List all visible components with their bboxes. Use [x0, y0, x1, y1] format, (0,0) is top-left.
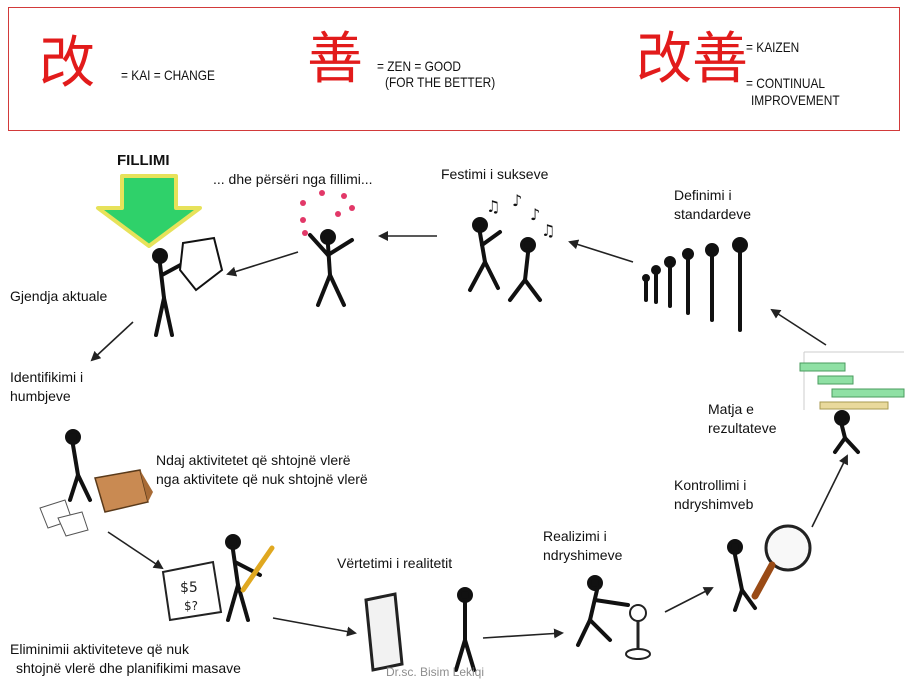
realize-changes-label-line1: Realizimi i [543, 528, 607, 544]
planning-figure-icon [225, 534, 262, 622]
kaizen-definition: = KAIZEN [746, 39, 800, 55]
control-lever-icon [625, 604, 651, 660]
arrow-to-celebrate [568, 239, 634, 263]
realizing-figure-icon [576, 575, 630, 647]
juggler-figure-icon [308, 229, 354, 307]
start-label: FILLIMI [117, 152, 170, 169]
current-state-figure-icon [152, 236, 224, 337]
realize-changes-label-line2: ndryshimeve [543, 547, 623, 563]
eliminate-label-line1: Eliminimii aktiviteteve që nuk [10, 641, 189, 657]
identify-waste-label-line2: humbjeve [10, 388, 71, 404]
separate-activities-label-line1: Ndaj aktivitetet që shtojnë vlerë [156, 452, 351, 468]
continual-definition: = CONTINUAL [746, 75, 826, 91]
author-footer: Dr.sc. Bisim Lekiqi [386, 665, 485, 679]
kaizen-definition-box: 改 = KAI = CHANGE 善 = ZEN = GOOD (FOR THE… [8, 7, 900, 131]
start-again-label: ... dhe përsëri nga fillimi... [213, 171, 373, 187]
gantt-bars-icon [799, 351, 905, 410]
control-changes-label-line2: ndryshimveb [674, 496, 754, 512]
start-arrow-icon [96, 174, 202, 248]
define-standards-label-line1: Definimi i [674, 187, 732, 203]
svg-text:♫: ♫ [486, 197, 500, 216]
arrow-to-eliminate [107, 531, 164, 570]
scattered-papers-icon [39, 499, 89, 537]
arrow-to-measure [811, 454, 848, 528]
current-state-label: Gjendja aktuale [10, 288, 108, 304]
kai-character: 改 [39, 31, 95, 96]
svg-text:♫: ♫ [541, 221, 555, 240]
arrow-to-verify [272, 617, 357, 637]
measure-results-label-line1: Matja e [708, 401, 754, 417]
kaizen-characters: 改善 [636, 27, 748, 92]
define-standards-label-line2: standardeve [674, 206, 752, 222]
arrow-to-standards [770, 308, 827, 346]
svg-text:$?: $? [184, 599, 198, 613]
measure-results-label-line2: rezultateve [708, 420, 777, 436]
open-box-icon [94, 469, 153, 513]
eliminate-label-line2: shtojnë vlerë dhe planifikimi masave [16, 660, 241, 676]
zen-definition-line1: = ZEN = GOOD [377, 58, 461, 74]
arrow-to-control [664, 587, 714, 613]
separate-activities-label-line2: nga aktivitete që nuk shtojnë vlerë [156, 471, 368, 487]
improvement-definition: IMPROVEMENT [751, 92, 840, 108]
music-notes-icon: ♫♪♪♫ [486, 191, 555, 240]
control-figure-icon [727, 539, 757, 612]
arrow-to-start [226, 251, 299, 277]
standards-figures-icon [642, 237, 748, 332]
verify-reality-label: Vërtetimi i realitetit [337, 555, 453, 571]
measuring-figure-icon [833, 410, 860, 454]
mirror-figure-icon [454, 587, 476, 672]
arrow-to-realize [482, 628, 564, 639]
zen-character: 善 [307, 27, 363, 92]
control-changes-label-line1: Kontrollimi i [674, 477, 747, 493]
celebrating-figures-icon [468, 217, 542, 302]
kai-definition: = KAI = CHANGE [121, 67, 215, 83]
celebrate-success-label: Festimi i sukseve [441, 166, 549, 182]
arrow-to-identify [90, 321, 134, 362]
svg-text:♪: ♪ [530, 205, 540, 224]
searching-figure-icon [65, 429, 92, 502]
zen-definition-line2: (FOR THE BETTER) [385, 74, 496, 90]
identify-waste-label-line1: Identifikimi i [10, 369, 84, 385]
magnifying-glass-icon [751, 524, 812, 600]
easel-sign-icon: $5 $? [161, 545, 275, 622]
svg-text:$5: $5 [180, 580, 198, 596]
cycle-arrows [90, 231, 848, 639]
svg-text:♪: ♪ [512, 191, 522, 210]
mirror-icon [364, 592, 404, 672]
juggling-balls-icon [300, 190, 355, 236]
